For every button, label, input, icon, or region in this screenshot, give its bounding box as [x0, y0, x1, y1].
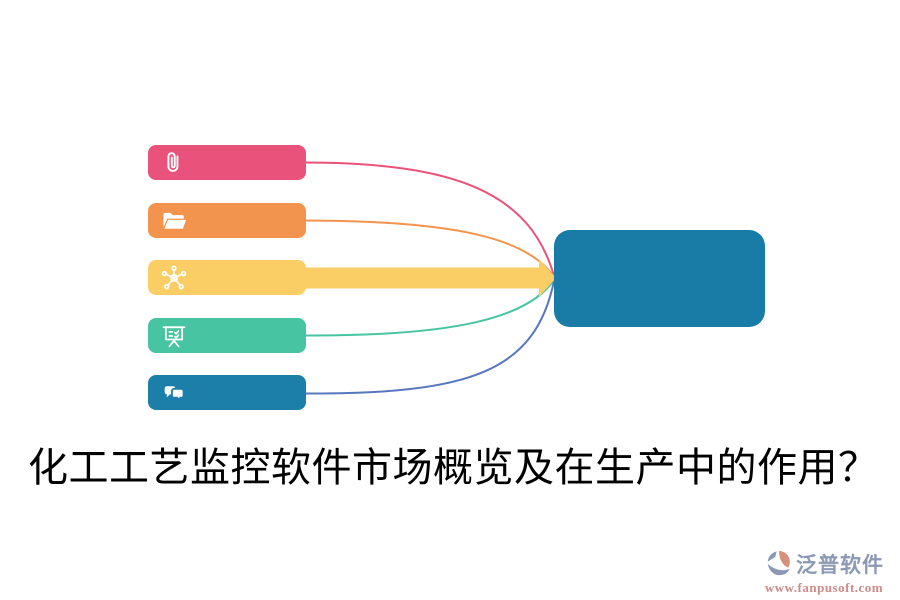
- chat-icon: [164, 385, 185, 403]
- row-network: [148, 260, 306, 295]
- page-title: 化工工艺监控软件市场概览及在生产中的作用？: [28, 446, 879, 490]
- presentation-icon: [162, 325, 186, 347]
- folder-open-icon: [163, 212, 187, 229]
- brand-url: www.fanpusoft.com: [764, 580, 884, 595]
- connector-attachment: [305, 161, 555, 277]
- row-attachment: [148, 145, 306, 180]
- row-folder: [148, 203, 306, 238]
- paperclip-icon: [167, 152, 179, 172]
- connector-presentation: [305, 279, 555, 337]
- brand-logo-top: 泛普软件: [764, 548, 884, 580]
- network-icon: [161, 265, 187, 289]
- connector-chat: [305, 280, 555, 395]
- brand-logo: 泛普软件 www.fanpusoft.com: [758, 548, 890, 596]
- row-chat: [148, 375, 306, 410]
- brand-name: 泛普软件: [796, 554, 884, 577]
- connector-folder: [305, 219, 555, 278]
- fanpu-logo-icon: [767, 550, 790, 576]
- row-presentation: [148, 318, 306, 353]
- connector-network-arrow: [306, 259, 556, 297]
- result-box: [554, 230, 765, 327]
